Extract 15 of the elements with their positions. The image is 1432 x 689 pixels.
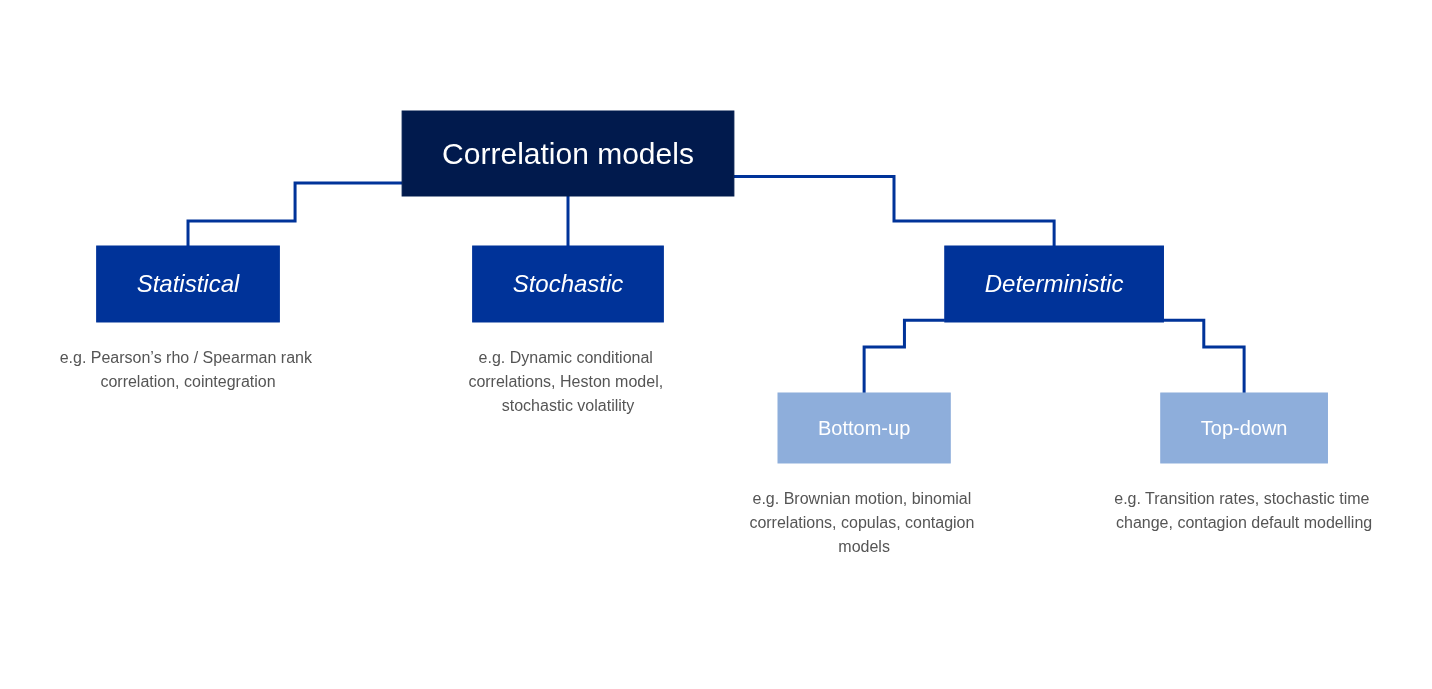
connector: [1163, 318, 1246, 394]
node-box: Statistical: [96, 245, 280, 322]
connector: [186, 180, 403, 247]
node-box: Stochastic: [472, 245, 664, 322]
node-box: Bottom-up: [777, 392, 951, 463]
node-label: e.g. Transition rates, stochastic time change, contagion default modelling: [1114, 489, 1373, 531]
node-box: Correlation models: [401, 110, 735, 196]
node-label: e.g. Pearson’s rho / Spearman rank correlation, cointegration: [59, 348, 312, 390]
node-label: e.g. Dynamic conditional correlations, Heston model, stochastic volatility: [468, 348, 664, 414]
node-box: Deterministic: [944, 245, 1164, 322]
node-label: e.g. Brownian motion, binomial correlations, copulas, contagion models: [749, 489, 975, 555]
connector: [862, 318, 945, 394]
node-box: Top-down: [1160, 392, 1328, 463]
connector: [566, 194, 570, 247]
connector: [733, 174, 1056, 247]
